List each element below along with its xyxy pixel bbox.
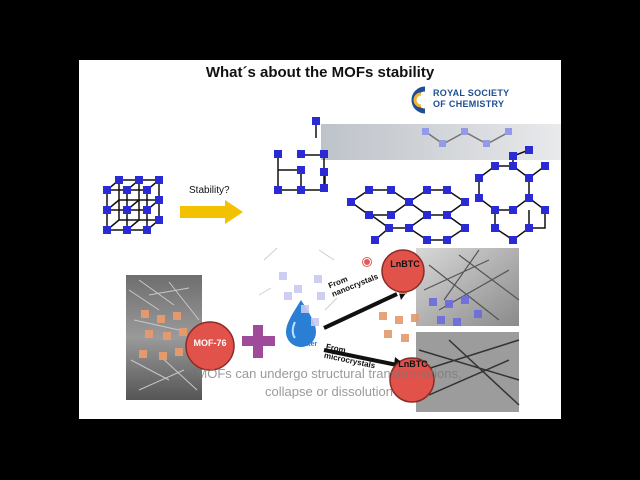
water-label: Water <box>298 341 318 348</box>
lnbtc-circle-top <box>381 249 425 293</box>
lnbtc-label-bottom: LnBTC <box>398 359 428 369</box>
dissolved-fragments <box>279 272 325 326</box>
lnbtc-badge-top: LnBTC <box>382 259 428 283</box>
slide-caption: MOFs can undergo structural transformati… <box>179 365 479 401</box>
logo-line-1: ROYAL SOCIETY <box>433 88 510 98</box>
water-drop-icon <box>286 300 316 347</box>
cubic-lattice-nodes <box>103 176 163 234</box>
mof76-badge: MOF-76 <box>187 322 233 370</box>
logo-line-2: OF CHEMISTRY <box>433 99 505 109</box>
rsc-logo: ROYAL SOCIETY OF CHEMISTRY <box>405 85 555 115</box>
mof-structures-illustration <box>103 117 549 412</box>
slide-title: What´s about the MOFs stability <box>205 64 435 81</box>
lnbtc-badge-bottom: LnBTC <box>390 359 436 383</box>
lnbtc-label-top: LnBTC <box>390 259 420 269</box>
yellow-arrow-icon <box>180 200 243 224</box>
cubic-lattice-graphic <box>106 179 160 231</box>
rsc-logo-icon <box>411 86 426 114</box>
caption-line-1: MOFs can undergo structural transformati… <box>196 366 462 381</box>
presentation-slide: What´s about the MOFs stability ROYAL SO… <box>79 60 561 419</box>
sem-image-microcrystals <box>416 332 520 412</box>
stability-label: Stability? <box>189 185 230 196</box>
mof76-circle <box>185 321 235 371</box>
sem-image-nanocrystals <box>416 248 520 326</box>
article-banner <box>321 124 561 160</box>
caption-line-2: collapse or dissolution <box>265 384 393 399</box>
sem-image-mof76 <box>126 275 202 400</box>
plus-icon <box>242 325 275 358</box>
laser-pointer-dot <box>363 258 371 266</box>
mof76-label: MOF-76 <box>193 338 227 348</box>
banner-chain-graphic <box>422 128 512 147</box>
lnbtc-circle-bottom <box>389 357 435 403</box>
